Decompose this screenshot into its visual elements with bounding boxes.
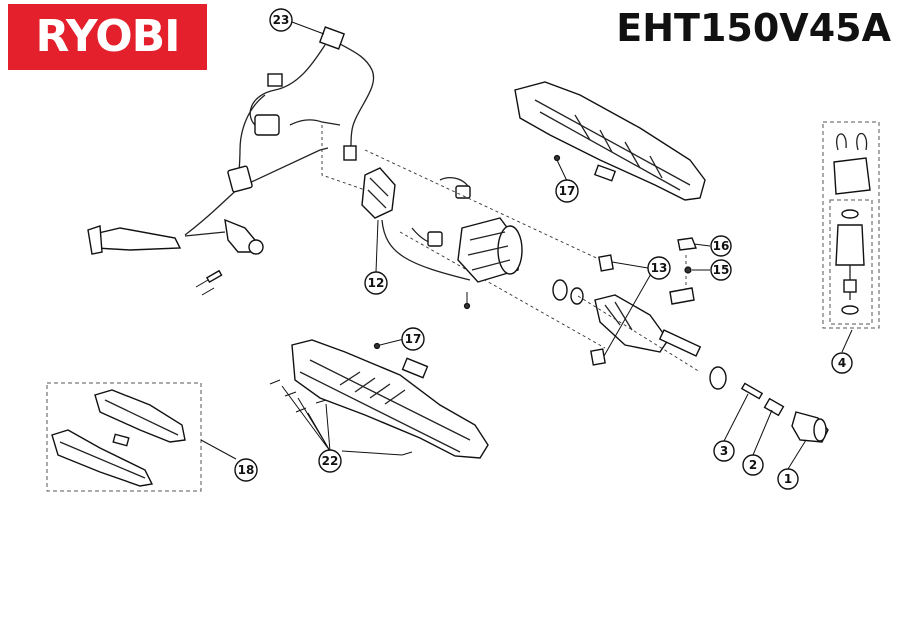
callout-12: 12 — [364, 271, 388, 295]
callout-label: 1 — [784, 472, 792, 486]
callout-17-bottom: 17 — [401, 327, 425, 351]
callout-label: 3 — [720, 444, 728, 458]
callout-label: 12 — [368, 276, 385, 290]
callout-16: 16 — [710, 235, 732, 257]
callout-23: 23 — [269, 8, 293, 32]
callout-label: 17 — [405, 332, 422, 346]
callout-2: 2 — [742, 454, 764, 476]
callout-15: 15 — [710, 259, 732, 281]
leader-lines — [200, 21, 853, 470]
callout-label: 4 — [838, 356, 846, 370]
brush-holder-assembly — [361, 149, 606, 349]
housing-half-bottom — [269, 339, 489, 459]
callout-label: 17 — [559, 184, 576, 198]
callout-13: 13 — [647, 256, 671, 280]
collet-parts — [740, 382, 829, 443]
callout-label: 23 — [273, 13, 290, 27]
stator-field — [457, 217, 523, 310]
callout-label: 2 — [749, 458, 757, 472]
motor-assembly-inset — [822, 121, 880, 329]
armature-assembly — [552, 254, 727, 390]
brand-name: RYOBI — [35, 11, 180, 62]
housing-half-top — [514, 81, 706, 201]
housing-kit-inset — [46, 382, 202, 492]
callout-22: 22 — [318, 449, 342, 473]
callout-label: 16 — [713, 239, 730, 253]
callout-18: 18 — [234, 458, 258, 482]
callout-label: 13 — [651, 261, 668, 275]
callout-1: 1 — [777, 468, 799, 490]
callout-4: 4 — [831, 352, 853, 374]
callout-label: 18 — [238, 463, 255, 477]
callout-3: 3 — [713, 440, 735, 462]
callout-label: 15 — [713, 263, 730, 277]
small-parts — [669, 237, 697, 305]
power-cord-assembly — [87, 26, 375, 296]
ryobi-logo: RYOBI — [8, 4, 207, 70]
callout-label: 22 — [322, 454, 339, 468]
callout-17-top: 17 — [555, 179, 579, 203]
model-number: EHT150V45A — [616, 6, 891, 50]
